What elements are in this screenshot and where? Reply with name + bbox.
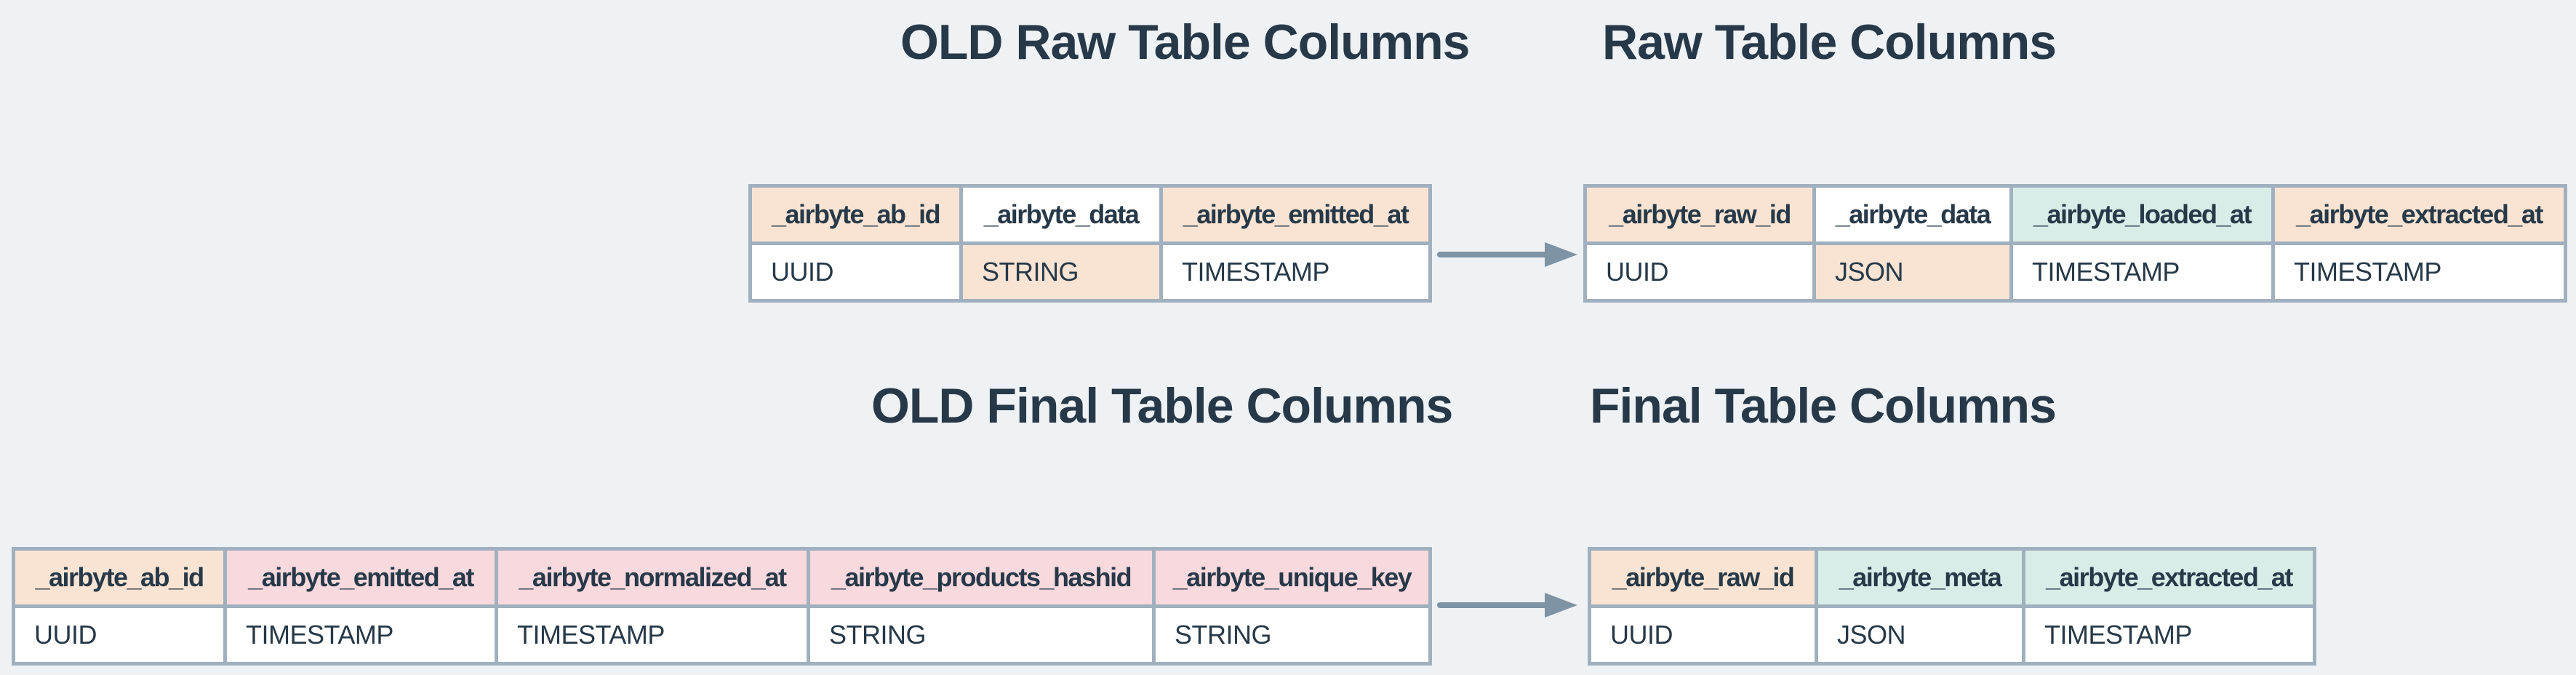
title-raw-table-columns: Raw Table Columns	[1602, 15, 2057, 70]
arrow-right-icon	[1437, 242, 1577, 267]
column-type-cell: TIMESTAMP	[2022, 604, 2316, 666]
final-table: _airbyte_raw_id _airbyte_meta _airbyte_e…	[1588, 547, 2316, 666]
column-header-cell: _airbyte_ab_id	[748, 184, 963, 245]
column-header-cell: _airbyte_raw_id	[1583, 184, 1816, 245]
column-header-cell: _airbyte_data	[959, 184, 1163, 245]
title-old-raw-table-columns: OLD Raw Table Columns	[900, 15, 1470, 70]
column-type-cell: TIMESTAMP	[2009, 241, 2275, 303]
final-type-row: UUID JSON TIMESTAMP	[1588, 604, 2316, 666]
old-raw-header-row: _airbyte_ab_id _airbyte_data _airbyte_em…	[748, 184, 1432, 245]
raw-type-row: UUID JSON TIMESTAMP TIMESTAMP	[1583, 241, 2567, 303]
raw-table: _airbyte_raw_id _airbyte_data _airbyte_l…	[1583, 184, 2567, 303]
arrow-right-icon	[1437, 593, 1577, 618]
column-type-cell: JSON	[1815, 604, 2025, 666]
column-header-cell: _airbyte_extracted_at	[2022, 547, 2316, 608]
column-type-cell: UUID	[748, 241, 963, 303]
old-final-type-row: UUID TIMESTAMP TIMESTAMP STRING STRING	[12, 604, 1432, 666]
column-type-cell: TIMESTAMP	[2271, 241, 2567, 303]
column-header-cell: _airbyte_loaded_at	[2009, 184, 2275, 245]
column-type-cell: TIMESTAMP	[1159, 241, 1432, 303]
raw-header-row: _airbyte_raw_id _airbyte_data _airbyte_l…	[1583, 184, 2567, 245]
column-type-cell: UUID	[1588, 604, 1818, 666]
old-final-table: _airbyte_ab_id _airbyte_emitted_at _airb…	[12, 547, 1432, 666]
old-raw-table: _airbyte_ab_id _airbyte_data _airbyte_em…	[748, 184, 1432, 303]
column-header-cell: _airbyte_extracted_at	[2271, 184, 2567, 245]
old-final-header-row: _airbyte_ab_id _airbyte_emitted_at _airb…	[12, 547, 1432, 608]
column-type-cell: UUID	[1583, 241, 1816, 303]
column-type-cell: UUID	[12, 604, 227, 666]
column-header-cell: _airbyte_meta	[1815, 547, 2025, 608]
title-old-final-table-columns: OLD Final Table Columns	[871, 378, 1453, 434]
title-final-table-columns: Final Table Columns	[1590, 378, 2057, 434]
column-type-cell: JSON	[1812, 241, 2013, 303]
column-header-cell: _airbyte_raw_id	[1588, 547, 1818, 608]
column-type-cell: STRING	[807, 604, 1156, 666]
column-type-cell: TIMESTAMP	[495, 604, 810, 666]
final-header-row: _airbyte_raw_id _airbyte_meta _airbyte_e…	[1588, 547, 2316, 608]
column-header-cell: _airbyte_unique_key	[1152, 547, 1432, 608]
column-header-cell: _airbyte_emitted_at	[1159, 184, 1432, 245]
column-header-cell: _airbyte_data	[1812, 184, 2013, 245]
column-header-cell: _airbyte_normalized_at	[495, 547, 810, 608]
column-type-cell: TIMESTAMP	[223, 604, 498, 666]
column-header-cell: _airbyte_products_hashid	[807, 547, 1156, 608]
old-raw-type-row: UUID STRING TIMESTAMP	[748, 241, 1432, 303]
column-header-cell: _airbyte_ab_id	[12, 547, 227, 608]
column-type-cell: STRING	[959, 241, 1163, 303]
column-type-cell: STRING	[1152, 604, 1432, 666]
column-header-cell: _airbyte_emitted_at	[223, 547, 498, 608]
